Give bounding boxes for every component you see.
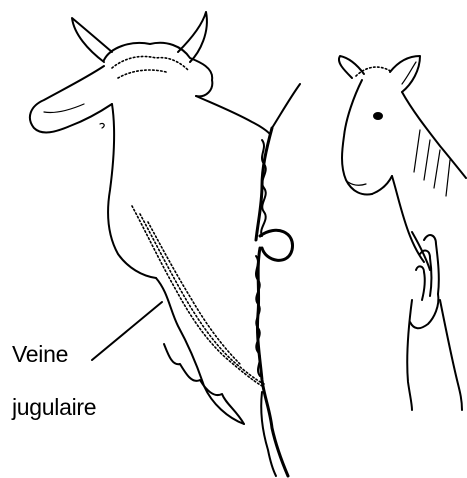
goat-jaw — [372, 176, 392, 194]
forearm-left — [407, 300, 412, 410]
rope-lower — [257, 248, 288, 476]
goat-head-drawing — [339, 56, 466, 270]
jugular-vein-stipple — [132, 206, 262, 386]
goat-left-ear — [339, 56, 364, 78]
goat-throat — [392, 176, 424, 262]
hand-palm — [410, 294, 438, 328]
goat-neck-back — [402, 92, 466, 178]
cow-neck-top — [196, 96, 270, 134]
goat-face — [342, 80, 372, 194]
rope-upper-strand — [272, 84, 300, 128]
vein-label-line1: Veine — [12, 343, 68, 366]
cow-jaw — [156, 278, 244, 424]
cow-face-left — [108, 104, 156, 278]
vein-pointer-line — [92, 302, 162, 360]
forearm-right — [440, 300, 462, 410]
hand-drawing — [407, 235, 462, 410]
cow-left-ear — [30, 66, 112, 132]
cow-poll — [104, 43, 212, 97]
cow-poll-hair — [112, 56, 188, 70]
cow-right-horn — [178, 12, 207, 62]
goat-right-ear — [390, 56, 420, 92]
goat-eye — [373, 112, 383, 120]
vein-label-line2: jugulaire — [12, 396, 96, 419]
rope-loop — [260, 230, 293, 260]
